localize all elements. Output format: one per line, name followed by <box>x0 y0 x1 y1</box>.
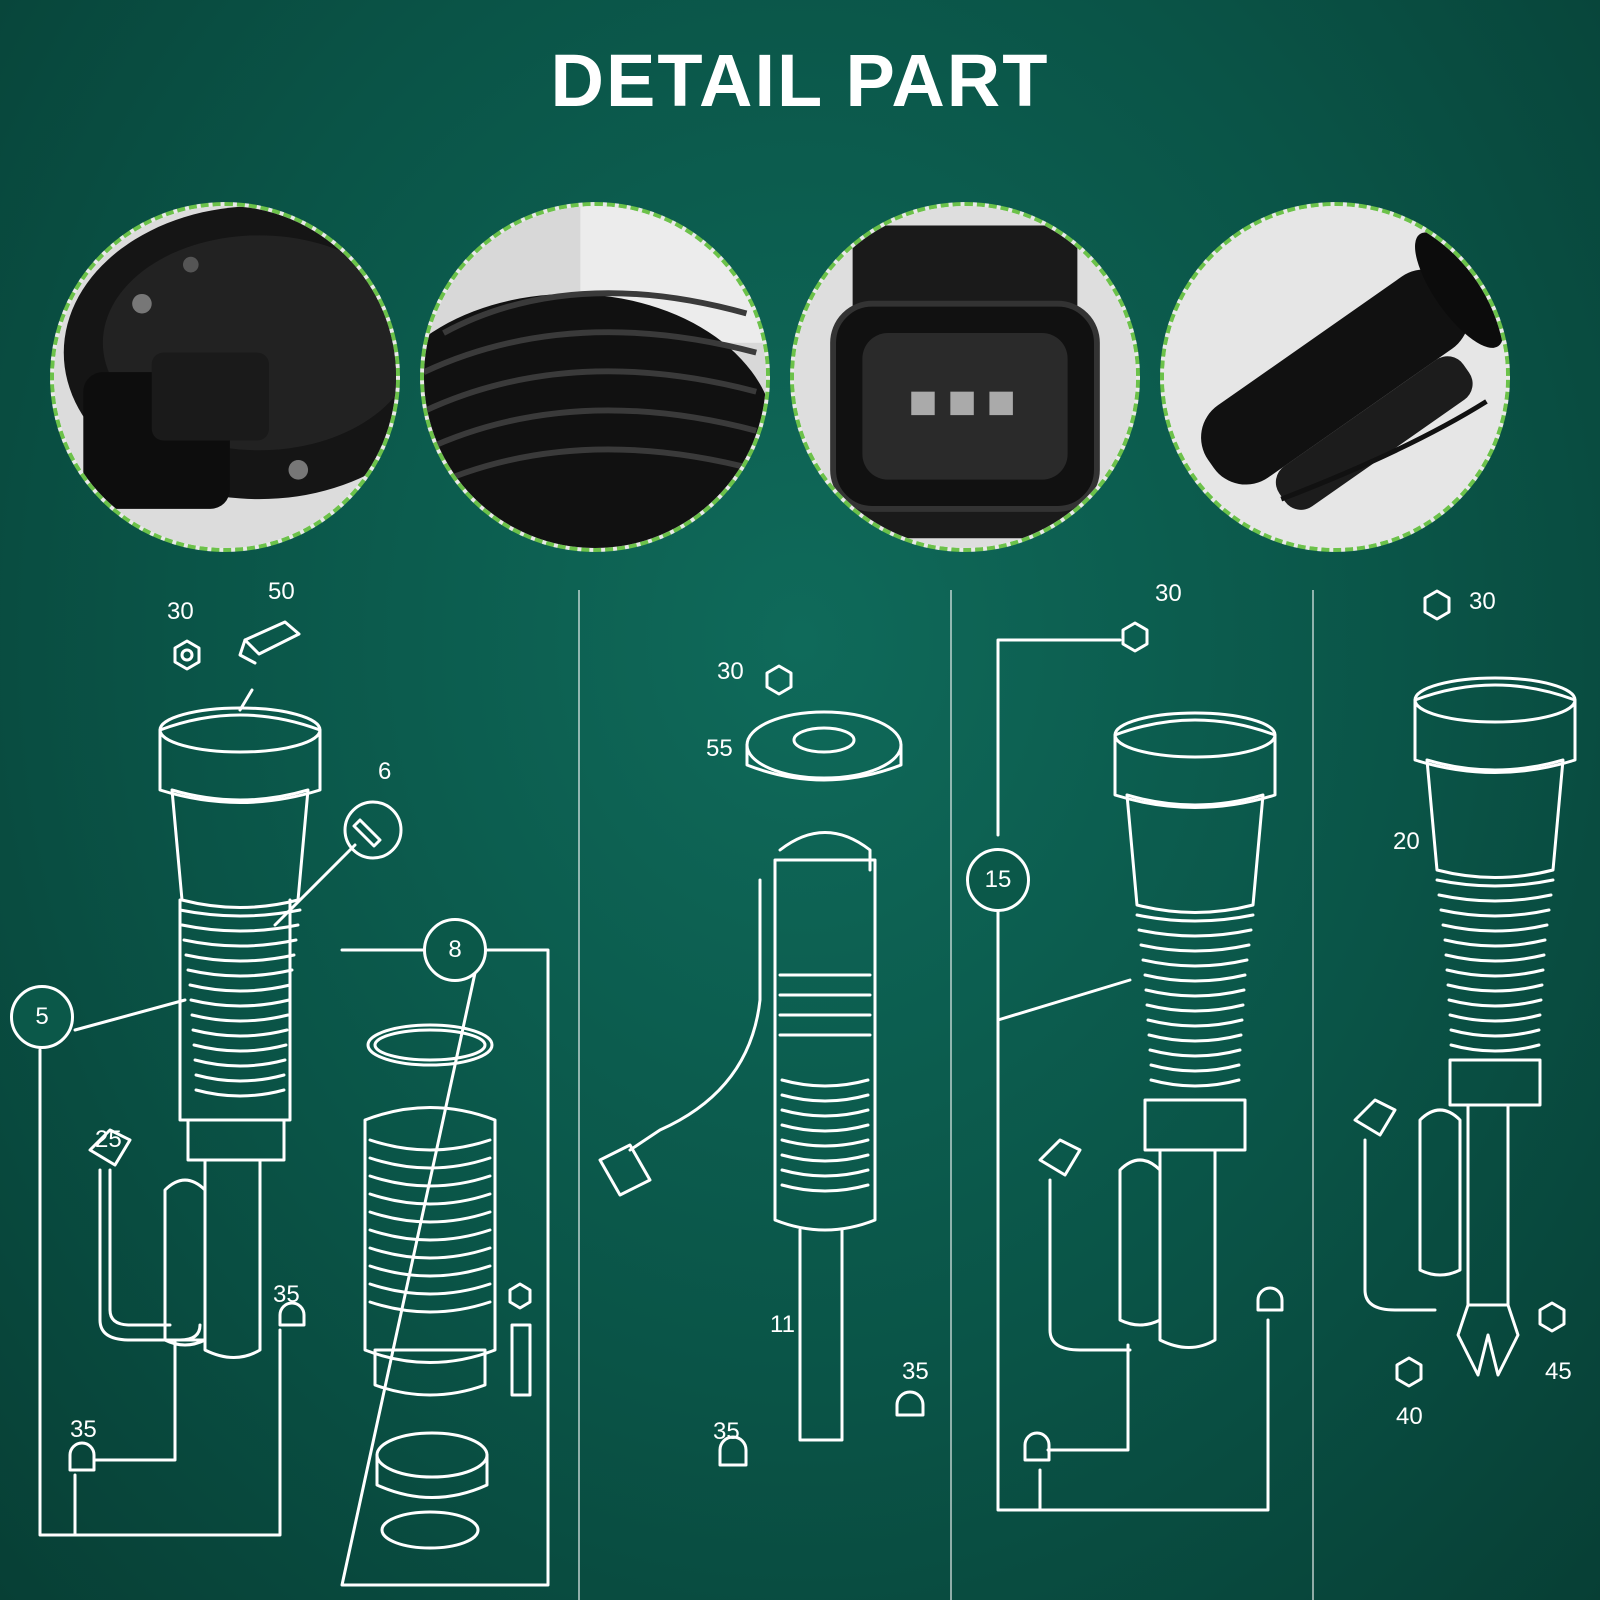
shock-body-image <box>1164 206 1506 548</box>
bellows-image <box>424 206 766 548</box>
callout-11: 11 <box>770 1311 795 1338</box>
callout-25: 25 <box>95 1126 122 1153</box>
air-strut-5-drawing <box>38 620 403 1537</box>
callout-30: 30 <box>717 658 744 685</box>
electrical-connector-photo <box>790 202 1140 552</box>
callout-35: 35 <box>902 1358 929 1385</box>
air-strut-20-drawing <box>1353 589 1577 1388</box>
strut-top-mount-image <box>54 206 396 548</box>
callout-30: 30 <box>1469 588 1496 615</box>
section-divider <box>950 590 952 1600</box>
callout-8: 8 <box>423 918 487 982</box>
callout-30: 30 <box>1155 580 1182 607</box>
exploded-parts-diagram <box>38 589 1577 1587</box>
callout-35: 35 <box>273 1281 300 1308</box>
callout-35: 35 <box>713 1418 740 1445</box>
callout-5: 5 <box>10 985 74 1049</box>
section-divider <box>578 590 580 1600</box>
page-title: DETAIL PART <box>550 39 1050 122</box>
shock-absorber-11-drawing <box>598 664 925 1467</box>
callout-30: 30 <box>167 598 194 625</box>
air-strut-15-drawing <box>996 621 1284 1512</box>
connector-image <box>794 206 1136 548</box>
callout-50: 50 <box>268 578 295 605</box>
section-divider <box>1312 590 1314 1600</box>
callout-45: 45 <box>1545 1358 1572 1385</box>
callout-35: 35 <box>70 1416 97 1443</box>
air-strut-top-mount-photo <box>50 202 400 552</box>
callout-20: 20 <box>1393 828 1420 855</box>
bellows-kit-8-drawing <box>340 948 550 1587</box>
callout-55: 55 <box>706 735 733 762</box>
air-bellows-photo <box>420 202 770 552</box>
callout-40: 40 <box>1396 1403 1423 1430</box>
callout-15: 15 <box>966 848 1030 912</box>
shock-absorber-body-photo <box>1160 202 1510 552</box>
callout-6: 6 <box>378 758 392 785</box>
